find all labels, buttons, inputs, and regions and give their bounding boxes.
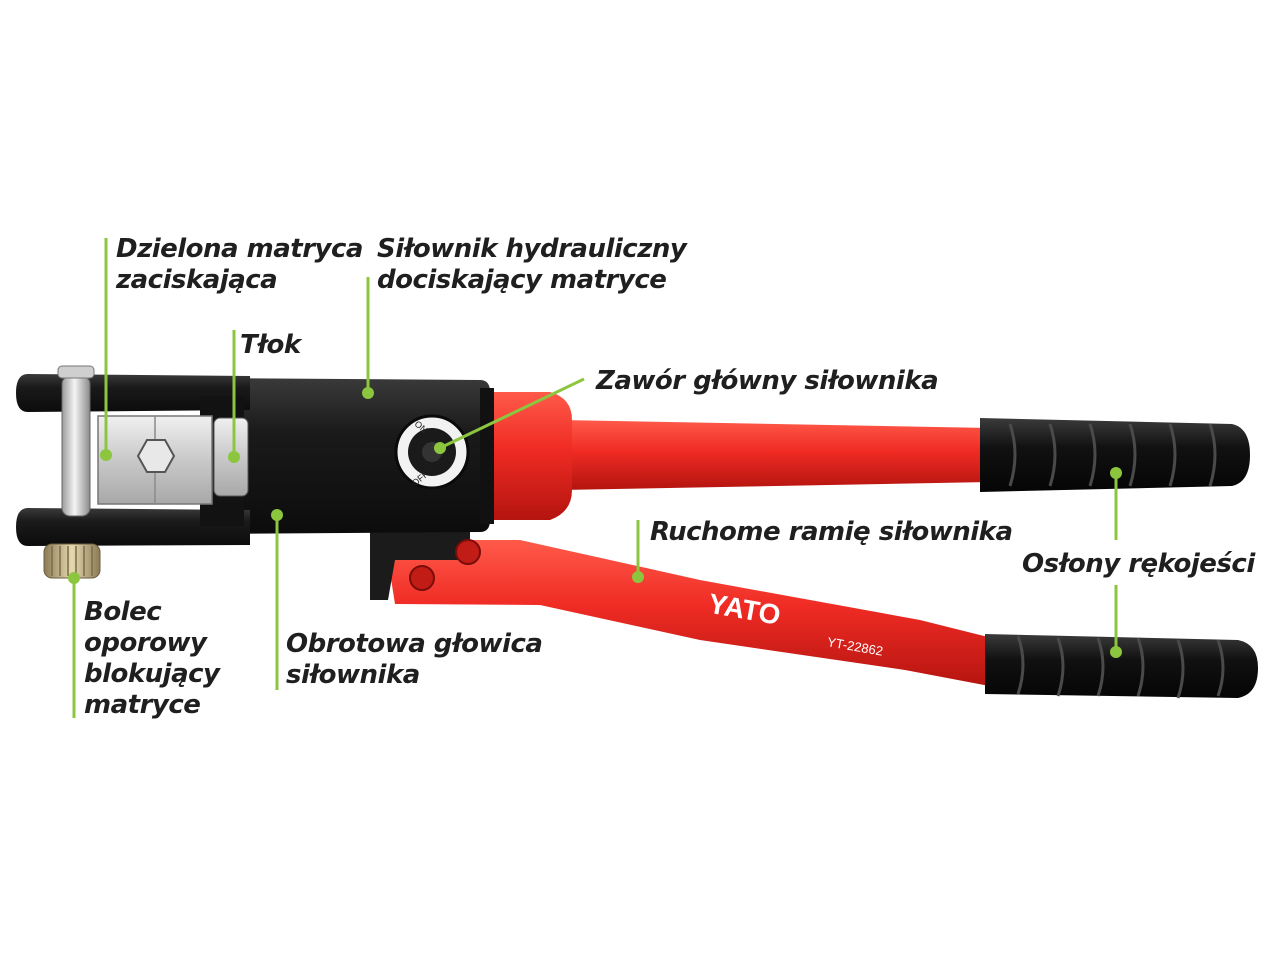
fixed-handle-bar <box>560 420 990 490</box>
label-main-valve: Zawór główny siłownika <box>596 366 939 396</box>
label-piston: Tłok <box>240 330 301 360</box>
label-rotating-head: Obrotowa głowica siłownika <box>286 629 543 690</box>
label-grip-covers: Osłony rękojeści <box>1022 549 1255 579</box>
red-cylinder-sleeve <box>486 392 572 520</box>
label-cylinder: Siłownik hydrauliczny dociskający matryc… <box>377 234 687 295</box>
callout-lines <box>72 238 1118 718</box>
upper-grip-cover <box>980 418 1250 492</box>
lower-grip-cover <box>985 634 1258 699</box>
valve-dial: ON OFF <box>394 414 470 490</box>
label-locking-pin: Bolec oporowy blokujący matryce <box>84 597 220 720</box>
moving-arm-shape <box>388 540 1000 688</box>
callout-valve-line <box>439 377 585 450</box>
label-split-die: Dzielona matryca zaciskająca <box>116 234 363 295</box>
callout-dots <box>68 387 1122 658</box>
frame-pin <box>61 375 91 517</box>
label-moving-arm: Ruchome ramię siłownika <box>650 517 1013 547</box>
jaw-frame-lower <box>16 508 250 546</box>
